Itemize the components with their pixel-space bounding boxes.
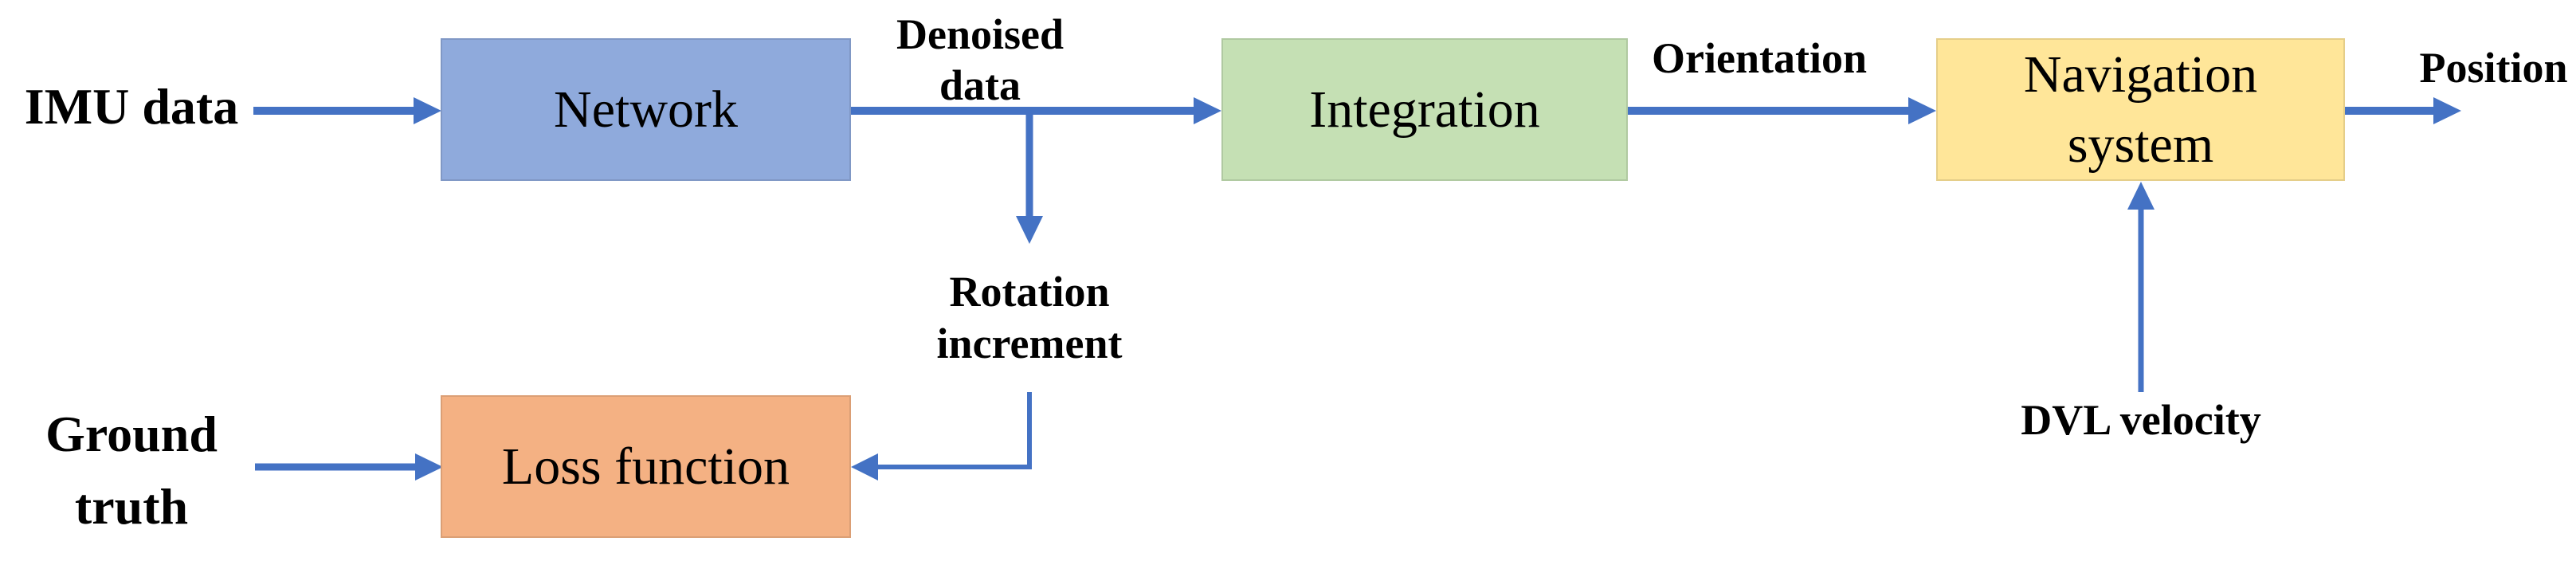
denoised-data-line1: Denoised (896, 10, 1064, 58)
denoised-data-line2: data (939, 61, 1021, 109)
arrow-rotation-to-loss (851, 392, 1032, 481)
integration-box: Integration (1221, 38, 1628, 181)
dvl-velocity-label: DVL velocity (2021, 396, 2261, 444)
arrow-integration-to-navigation (1628, 97, 1936, 124)
arrow-denoised-branch-down (1016, 111, 1043, 244)
ground-truth-label: Ground truth (12, 398, 251, 543)
integration-label: Integration (1309, 80, 1540, 139)
loss-function-label: Loss function (501, 437, 790, 496)
position-label: Position (2419, 44, 2568, 92)
arrow-imu-to-network (253, 97, 441, 124)
orientation-label: Orientation (1652, 34, 1867, 82)
navigation-system-box: Navigation system (1936, 38, 2345, 181)
ground-truth-line1: Ground (45, 406, 218, 462)
network-label: Network (554, 80, 738, 139)
navigation-label-line1: Navigation (2023, 45, 2258, 104)
arrow-ground-to-loss (255, 453, 443, 481)
imu-data-label: IMU data (24, 78, 239, 135)
network-box: Network (441, 38, 851, 181)
arrow-navigation-to-position (2345, 97, 2461, 124)
loss-function-box: Loss function (441, 395, 851, 538)
rotation-increment-line2: increment (936, 319, 1123, 367)
rotation-increment-label: Rotation increment (894, 266, 1165, 370)
ground-truth-line2: truth (74, 477, 189, 535)
arrow-dvl-to-navigation (2127, 182, 2155, 392)
navigation-label-line2: system (2067, 115, 2214, 174)
denoised-data-label: Denoised data (865, 10, 1096, 111)
rotation-increment-line1: Rotation (949, 268, 1110, 316)
arrow-network-to-integration (849, 97, 1221, 124)
